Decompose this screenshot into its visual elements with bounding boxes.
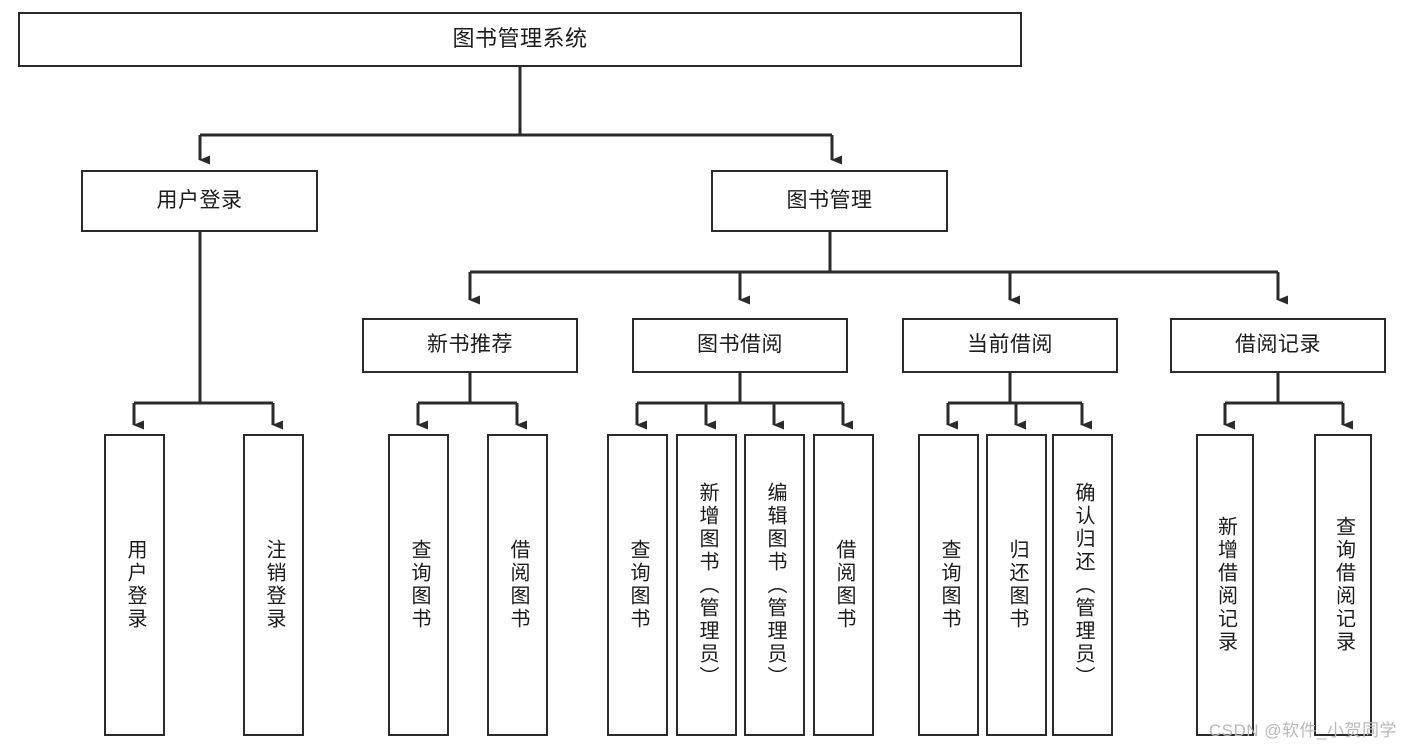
leaf-add-borrow-record[interactable]: 新增借阅记录 bbox=[1196, 434, 1254, 736]
leaf-confirm-return-admin[interactable]: 确认归还（管理员） bbox=[1052, 434, 1113, 736]
node-user-login-label: 用户登录 bbox=[156, 188, 243, 212]
node-book-borrow[interactable]: 图书借阅 bbox=[632, 318, 848, 373]
leaf-user-login-label: 用户登录 bbox=[124, 539, 146, 631]
leaf-query-borrow-record[interactable]: 查询借阅记录 bbox=[1314, 434, 1372, 736]
leaf-query-book-current-label: 查询图书 bbox=[938, 539, 960, 631]
node-book-management-label: 图书管理 bbox=[786, 188, 873, 212]
node-user-login[interactable]: 用户登录 bbox=[81, 170, 318, 232]
leaf-edit-book-admin-label: 编辑图书（管理员） bbox=[764, 481, 786, 689]
leaf-return-book-label: 归还图书 bbox=[1006, 539, 1028, 631]
node-current-borrow[interactable]: 当前借阅 bbox=[902, 318, 1118, 373]
leaf-edit-book-admin[interactable]: 编辑图书（管理员） bbox=[744, 434, 805, 736]
leaf-borrow-book-borrow[interactable]: 借阅图书 bbox=[813, 434, 874, 736]
node-book-borrow-label: 图书借阅 bbox=[697, 333, 783, 357]
leaf-query-book-recommend[interactable]: 查询图书 bbox=[388, 434, 449, 736]
leaf-borrow-book-borrow-label: 借阅图书 bbox=[833, 539, 855, 631]
leaf-query-book-current[interactable]: 查询图书 bbox=[918, 434, 979, 736]
node-new-book-recommend[interactable]: 新书推荐 bbox=[362, 318, 578, 373]
leaf-logout-login[interactable]: 注销登录 bbox=[243, 434, 304, 736]
node-new-book-recommend-label: 新书推荐 bbox=[427, 333, 513, 357]
node-root-book-management-system[interactable]: 图书管理系统 bbox=[18, 12, 1022, 67]
leaf-return-book[interactable]: 归还图书 bbox=[986, 434, 1047, 736]
node-borrow-record[interactable]: 借阅记录 bbox=[1170, 318, 1386, 373]
node-book-management[interactable]: 图书管理 bbox=[711, 170, 948, 232]
leaf-add-book-admin[interactable]: 新增图书（管理员） bbox=[676, 434, 737, 736]
leaf-query-book-recommend-label: 查询图书 bbox=[408, 539, 430, 631]
csdn-watermark: CSDN @软件_小贺同学 bbox=[1208, 721, 1397, 740]
node-root-label: 图书管理系统 bbox=[452, 26, 588, 52]
leaf-query-borrow-record-label: 查询借阅记录 bbox=[1332, 516, 1355, 654]
leaf-add-borrow-record-label: 新增借阅记录 bbox=[1214, 516, 1237, 654]
leaf-borrow-book-recommend[interactable]: 借阅图书 bbox=[487, 434, 548, 736]
leaf-confirm-return-admin-label: 确认归还（管理员） bbox=[1072, 481, 1094, 689]
leaf-borrow-book-recommend-label: 借阅图书 bbox=[507, 539, 529, 631]
leaf-logout-login-label: 注销登录 bbox=[263, 539, 285, 631]
leaf-query-book-borrow-label: 查询图书 bbox=[627, 539, 649, 631]
leaf-query-book-borrow[interactable]: 查询图书 bbox=[607, 434, 668, 736]
node-borrow-record-label: 借阅记录 bbox=[1235, 333, 1321, 357]
leaf-user-login[interactable]: 用户登录 bbox=[104, 434, 165, 736]
leaf-add-book-admin-label: 新增图书（管理员） bbox=[696, 481, 718, 689]
node-current-borrow-label: 当前借阅 bbox=[967, 333, 1053, 357]
